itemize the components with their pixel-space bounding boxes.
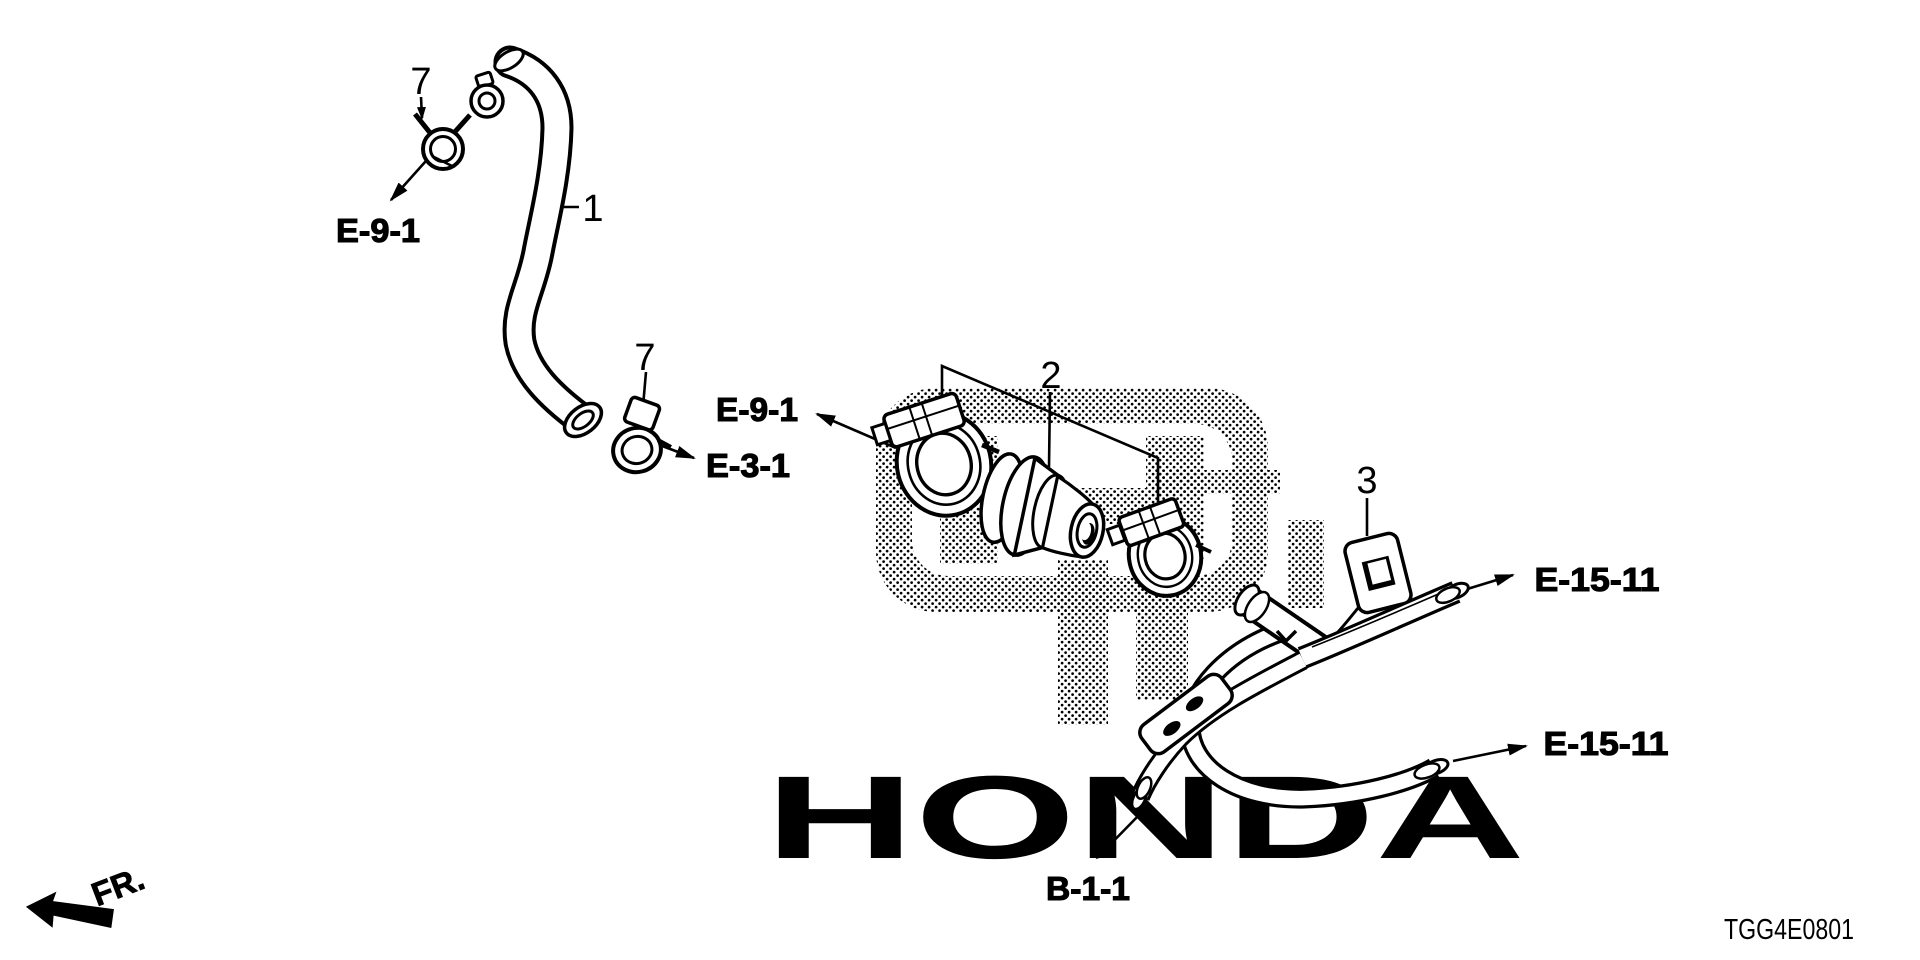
arrow-e1511-lower (1452, 743, 1528, 763)
water-hose (469, 45, 604, 439)
honda-watermark: HONDA (765, 388, 1525, 884)
ref-e31: E-3-1 (706, 447, 790, 484)
ref-b11: B-1-1 (1046, 870, 1130, 907)
leader-clamp-top (416, 96, 426, 120)
ref-e1511-lower: E-15-11 (1544, 725, 1669, 762)
callout-numbers: 7 1 7 2 3 (410, 61, 1377, 502)
reference-labels: E-9-1 E-9-1 E-3-1 E-15-11 E-15-11 B-1-1 (335, 211, 1669, 907)
spring-clamp-top (413, 112, 472, 171)
hose-top-opening (493, 47, 525, 73)
watermark-fragment (1136, 580, 1188, 700)
leader-joint (1047, 391, 1052, 468)
ref-e1511-upper: E-15-11 (1535, 561, 1660, 598)
pipe-stay-bracket (1138, 672, 1234, 756)
front-direction: FR. (25, 859, 150, 928)
watermark-fragment (1156, 470, 1280, 494)
hose-clamp-small (1105, 497, 1212, 598)
ref-e91-top: E-9-1 (336, 212, 420, 249)
ref-e91-mid: E-9-1 (716, 391, 798, 428)
arrow-b11 (1095, 812, 1142, 860)
spring-clamp-mid (611, 395, 672, 475)
front-label: FR. (86, 859, 149, 913)
pipe-clip (1275, 629, 1298, 644)
front-arrow-icon (25, 891, 114, 928)
diagram-code: TGG4E0801 (1724, 914, 1854, 946)
hose-clamp-large (869, 391, 1000, 518)
pipe-assembly (1130, 581, 1470, 811)
callout-joint: 2 (1040, 355, 1061, 397)
arrow-e1511-upper (1463, 573, 1515, 592)
callout-clamp-mid: 7 (634, 337, 655, 379)
watermark-fragment (1058, 560, 1108, 725)
watermark-fragment (1288, 520, 1324, 608)
callout-bracket: 3 (1356, 460, 1377, 502)
joint-tube (979, 452, 1106, 559)
callout-clamp-top: 7 (410, 61, 431, 103)
callout-hose: 1 (582, 188, 603, 230)
